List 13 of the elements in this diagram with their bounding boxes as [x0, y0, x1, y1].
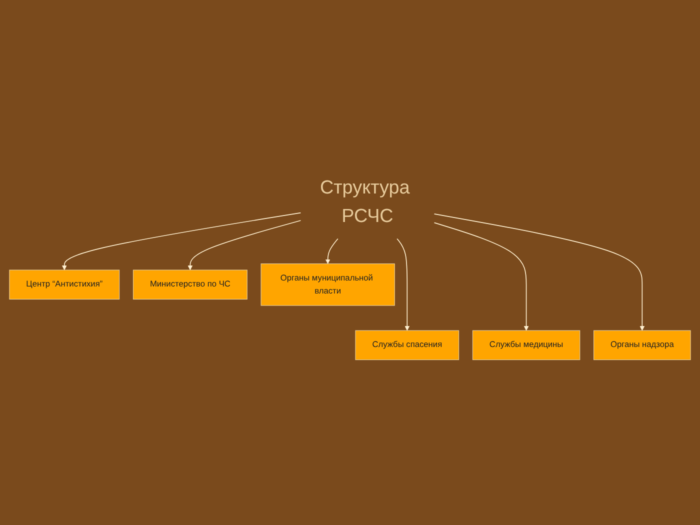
node-box: Службы медицины: [472, 330, 580, 360]
arrow: [396, 238, 410, 331]
node-box: Органы муниципальной власти: [260, 263, 395, 306]
node-box: Органы надзора: [594, 330, 691, 360]
arrow: [434, 222, 529, 331]
arrow: [62, 212, 302, 270]
arrow: [434, 214, 645, 331]
node-box: Министерство по ЧС: [132, 270, 248, 300]
node-box: Центр “Антистихия”: [9, 270, 120, 300]
node-text: Структура РСЧС: [320, 176, 410, 226]
node-box: Службы спасения: [355, 330, 460, 360]
arrow: [188, 220, 302, 270]
arrow: [325, 238, 338, 264]
